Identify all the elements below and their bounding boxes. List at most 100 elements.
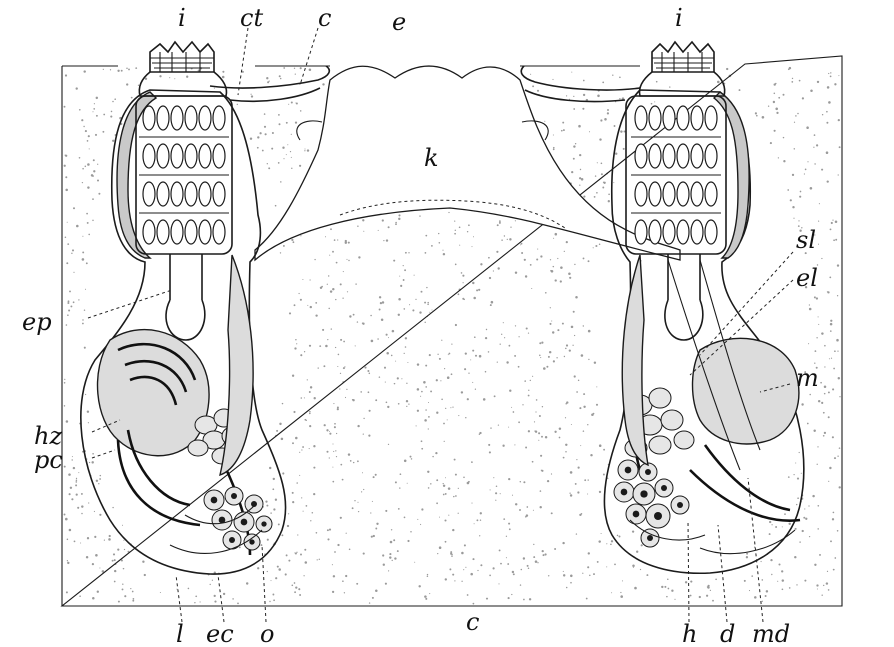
stipple-dot xyxy=(576,459,577,460)
stipple-dot xyxy=(587,566,589,568)
stipple-dot xyxy=(375,528,377,530)
stipple-dot xyxy=(292,241,294,243)
stipple-dot xyxy=(553,360,555,362)
stipple-dot xyxy=(428,416,430,418)
stipple-dot xyxy=(533,510,534,511)
stipple-dot xyxy=(385,382,386,383)
stipple-dot xyxy=(564,251,565,252)
stipple-dot xyxy=(272,488,274,490)
stipple-dot xyxy=(286,554,288,556)
stipple-dot xyxy=(424,322,425,323)
stipple-dot xyxy=(668,588,670,590)
stipple-dot xyxy=(329,433,331,435)
stipple-dot xyxy=(563,457,565,459)
stipple-dot xyxy=(583,393,585,395)
stipple-dot xyxy=(383,564,385,566)
stipple-dot xyxy=(299,594,301,596)
stipple-dot xyxy=(295,73,296,74)
stipple-dot xyxy=(489,277,491,279)
stipple-dot xyxy=(803,517,805,519)
stipple-dot xyxy=(404,460,407,463)
stipple-dot xyxy=(804,173,805,174)
stipple-dot xyxy=(573,158,575,160)
stipple-dot xyxy=(353,462,354,463)
stipple-dot xyxy=(68,300,70,302)
stipple-dot xyxy=(471,246,472,247)
stipple-dot xyxy=(69,529,72,532)
stipple-dot xyxy=(332,481,334,483)
stipple-dot xyxy=(814,296,816,298)
stipple-dot xyxy=(489,451,491,453)
stipple-dot xyxy=(667,579,669,581)
stipple-dot xyxy=(89,462,90,463)
stipple-dot xyxy=(810,187,813,190)
tentacle-cell xyxy=(199,144,211,168)
stipple-dot xyxy=(368,391,370,393)
stipple-dot xyxy=(445,541,447,543)
stipple-dot xyxy=(601,173,603,175)
stipple-dot xyxy=(386,334,388,336)
stipple-dot xyxy=(817,464,818,465)
stipple-dot xyxy=(535,411,536,412)
stipple-dot xyxy=(405,337,407,339)
tentacle-cell xyxy=(649,106,661,130)
stipple-dot xyxy=(599,138,601,140)
stipple-dot xyxy=(447,376,450,379)
stipple-dot xyxy=(818,324,819,325)
stipple-dot xyxy=(304,148,305,149)
tentacle-cell xyxy=(663,106,675,130)
stipple-dot xyxy=(782,579,784,581)
tentacle-cell xyxy=(157,220,169,244)
stipple-dot xyxy=(310,306,312,308)
stipple-dot xyxy=(360,391,362,393)
stipple-dot xyxy=(291,239,293,241)
stipple-dot xyxy=(304,397,305,398)
stipple-dot xyxy=(463,477,465,479)
stipple-dot xyxy=(500,344,501,345)
stipple-dot xyxy=(411,458,413,460)
stipple-dot xyxy=(595,245,597,247)
tentacle-cell xyxy=(705,144,717,168)
right-stomach xyxy=(693,338,799,444)
label-i-left: i xyxy=(178,4,186,32)
stipple-dot xyxy=(288,560,290,562)
stipple-dot xyxy=(291,168,292,169)
stipple-dot xyxy=(509,390,511,392)
stipple-dot xyxy=(550,259,551,260)
stipple-dot xyxy=(295,339,296,340)
stipple-dot xyxy=(309,411,311,413)
stipple-dot xyxy=(84,309,85,310)
stipple-dot xyxy=(73,301,75,303)
stipple-dot xyxy=(809,536,810,537)
stipple-dot xyxy=(565,451,567,453)
stipple-dot xyxy=(603,182,605,184)
stipple-dot xyxy=(85,130,87,132)
stipple-dot xyxy=(497,362,498,363)
stipple-dot xyxy=(824,345,826,347)
tentacle-cell xyxy=(143,144,155,168)
stipple-dot xyxy=(73,272,74,273)
stipple-dot xyxy=(623,148,625,150)
stipple-dot xyxy=(281,534,283,536)
stipple-dot xyxy=(300,110,302,112)
stipple-dot xyxy=(611,592,612,593)
stipple-dot xyxy=(292,492,294,494)
ovum-nucleus xyxy=(654,512,662,520)
stipple-dot xyxy=(579,154,581,156)
stipple-dot xyxy=(392,330,395,333)
stipple-dot xyxy=(610,543,612,545)
stipple-dot xyxy=(783,94,785,96)
stipple-dot xyxy=(833,569,835,571)
stipple-dot xyxy=(539,415,541,417)
stipple-dot xyxy=(86,213,88,215)
stipple-dot xyxy=(814,564,816,566)
stipple-dot xyxy=(769,521,771,523)
stipple-dot xyxy=(599,491,601,493)
stipple-dot xyxy=(315,314,317,316)
stipple-dot xyxy=(82,236,83,237)
stipple-dot xyxy=(212,580,213,581)
stipple-dot xyxy=(64,405,65,406)
stipple-dot xyxy=(92,597,95,600)
stipple-dot xyxy=(281,438,284,441)
stipple-dot xyxy=(511,594,512,595)
